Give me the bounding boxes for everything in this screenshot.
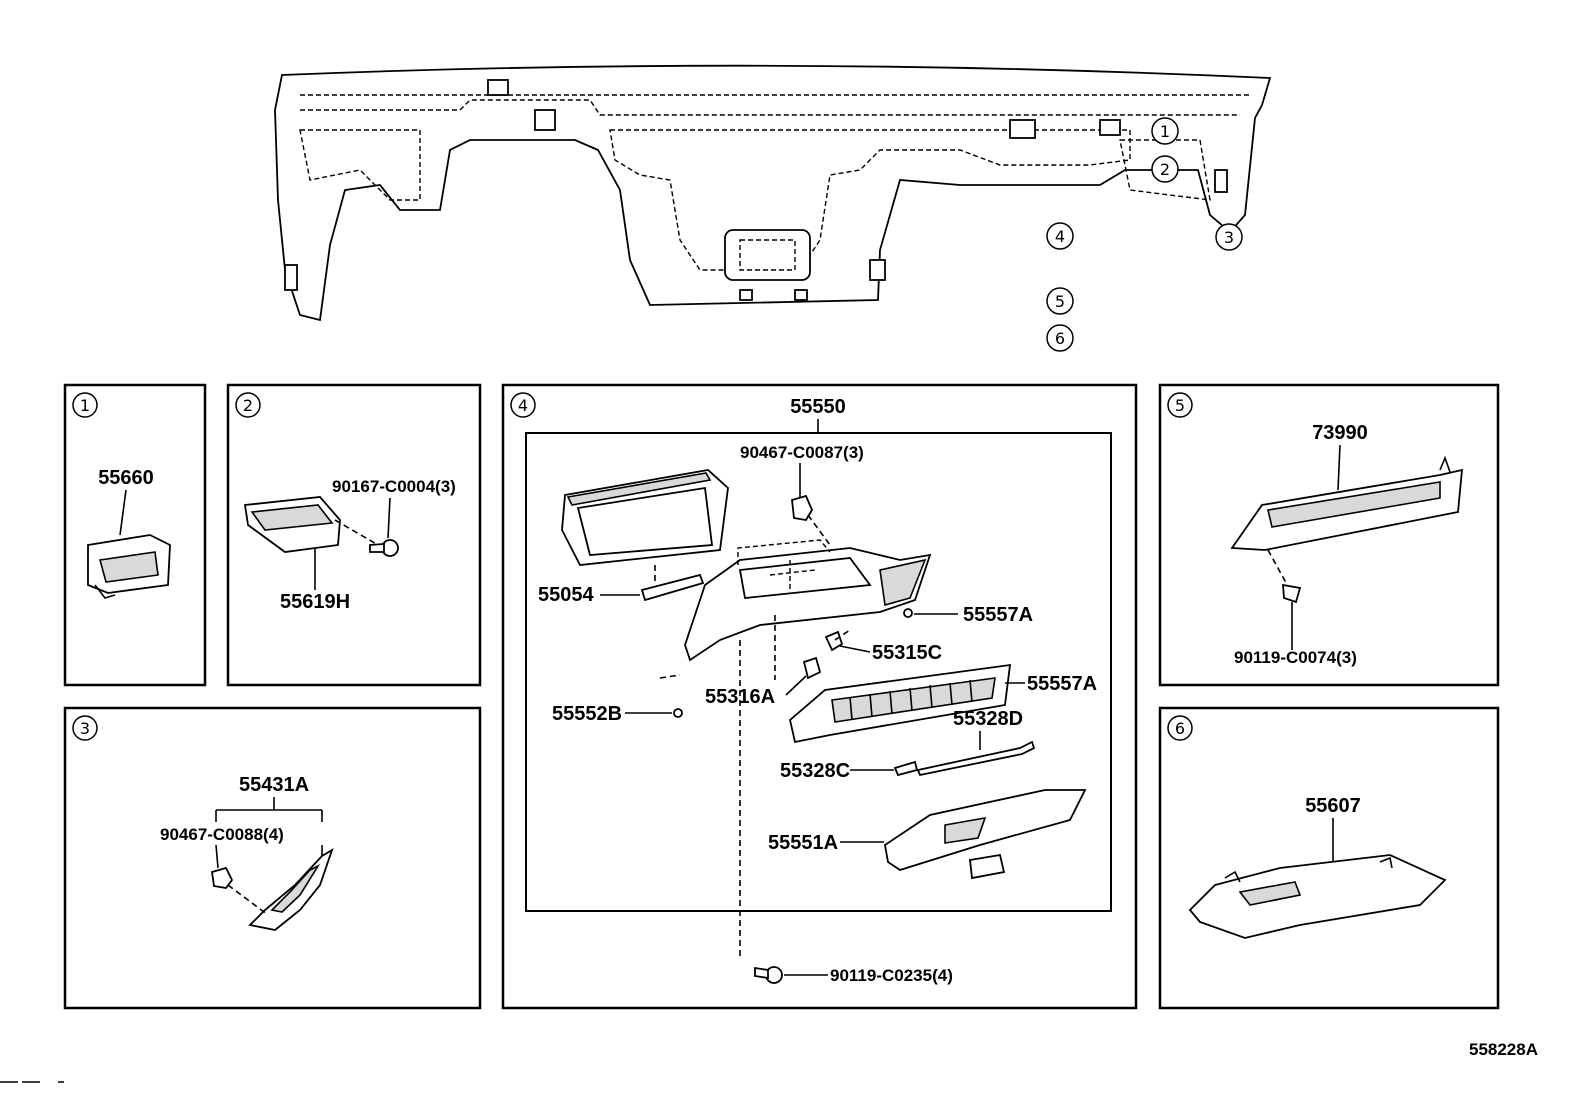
part-label-90467-C0087: 90467-C0087(3) bbox=[740, 443, 864, 462]
box-liner-drawing bbox=[561, 469, 729, 566]
latch-55315C-drawing bbox=[824, 630, 844, 652]
part-label-55557A-left: 55552B bbox=[552, 703, 622, 725]
stopper-right-drawing bbox=[903, 608, 913, 618]
panel-4-number: 4 bbox=[518, 396, 528, 415]
panel-2-number: 2 bbox=[243, 396, 253, 415]
panel-6-number: 6 bbox=[1175, 719, 1185, 738]
instrument-panel-drawing bbox=[274, 64, 1272, 322]
callout-4-top: 4 bbox=[1046, 222, 1074, 250]
screw-c0235-drawing bbox=[754, 966, 783, 984]
callout-6-top: 6 bbox=[1046, 324, 1074, 352]
latch-55316A-drawing bbox=[802, 656, 822, 680]
outer-door-drawing bbox=[884, 789, 1087, 880]
svg-text:3: 3 bbox=[1224, 228, 1234, 247]
svg-text:1: 1 bbox=[1160, 122, 1170, 141]
panel-3: 3 55431A 90467-C0088(4) bbox=[63, 706, 482, 1010]
panel-1-number: 1 bbox=[80, 396, 90, 415]
part-label-55660: 55660 bbox=[98, 467, 154, 489]
part-label-55316A: 55316A bbox=[705, 686, 775, 708]
part-label-55328C: 55328C bbox=[780, 760, 850, 782]
svg-text:5: 5 bbox=[1055, 292, 1065, 311]
rod-55328C-drawing bbox=[893, 760, 919, 777]
stopper-left-drawing bbox=[673, 708, 683, 718]
screw-c0074-drawing bbox=[1282, 583, 1302, 604]
part-label-55315C: 55315C bbox=[872, 642, 942, 664]
panel-3-number: 3 bbox=[80, 719, 90, 738]
clip-c0087-drawing bbox=[791, 494, 814, 521]
glove-box-frame-drawing bbox=[684, 547, 932, 662]
part-label-55607: 55607 bbox=[1305, 795, 1361, 817]
callout-5-top: 5 bbox=[1046, 287, 1074, 315]
part-label-90467-C0088: 90467-C0088(4) bbox=[160, 825, 284, 844]
svg-text:4: 4 bbox=[1055, 227, 1065, 246]
rod-55328D-drawing bbox=[916, 740, 1036, 777]
panel-2: 2 90167-C0004(3) 55619H bbox=[226, 383, 482, 687]
part-label-55551A: 55551A bbox=[768, 832, 838, 854]
part-label-55552B: 55557A bbox=[1027, 673, 1097, 695]
part-label-90119-C0074: 90119-C0074(3) bbox=[1234, 648, 1357, 667]
panel-4: 4 55550 90467-C0087(3) 55054 bbox=[501, 383, 1138, 1010]
part-label-55328D: 55328D bbox=[953, 708, 1023, 730]
clip-drawing bbox=[210, 866, 234, 889]
diagram-id: 558228A bbox=[1469, 1040, 1538, 1059]
part-label-55431A: 55431A bbox=[239, 774, 309, 796]
panel-1: 1 55660 bbox=[63, 383, 207, 687]
part-label-55557A-right: 55557A bbox=[963, 604, 1033, 626]
screw-drawing bbox=[369, 539, 399, 557]
airbag-part-drawing bbox=[1230, 455, 1464, 551]
part-label-73990: 73990 bbox=[1312, 422, 1368, 444]
vent-part-drawing bbox=[87, 534, 171, 599]
panel-5: 5 73990 90119-C0074(3) bbox=[1158, 383, 1500, 687]
part-label-90119-C0235: 90119-C0235(4) bbox=[830, 966, 953, 985]
garnish-part-drawing bbox=[248, 847, 334, 931]
inner-door-drawing bbox=[789, 663, 1012, 744]
svg-text:6: 6 bbox=[1055, 329, 1065, 348]
pocket-part-drawing bbox=[243, 496, 341, 553]
callout-1-top: 1 bbox=[1151, 117, 1179, 145]
undercover-part-drawing bbox=[1188, 854, 1447, 939]
part-label-55054: 55054 bbox=[538, 584, 594, 606]
part-label-55550: 55550 bbox=[790, 396, 846, 418]
glove-box-assembly-frame bbox=[525, 432, 1112, 912]
svg-text:2: 2 bbox=[1160, 160, 1170, 179]
callout-2-top: 2 bbox=[1151, 155, 1179, 183]
part-label-55619H: 55619H bbox=[280, 591, 350, 613]
callout-3-top: 3 bbox=[1215, 223, 1243, 251]
damper-drawing bbox=[640, 573, 705, 602]
panel-5-number: 5 bbox=[1175, 396, 1185, 415]
panel-6: 6 55607 bbox=[1158, 706, 1500, 1010]
part-label-90167-C0004: 90167-C0004(3) bbox=[332, 477, 456, 496]
